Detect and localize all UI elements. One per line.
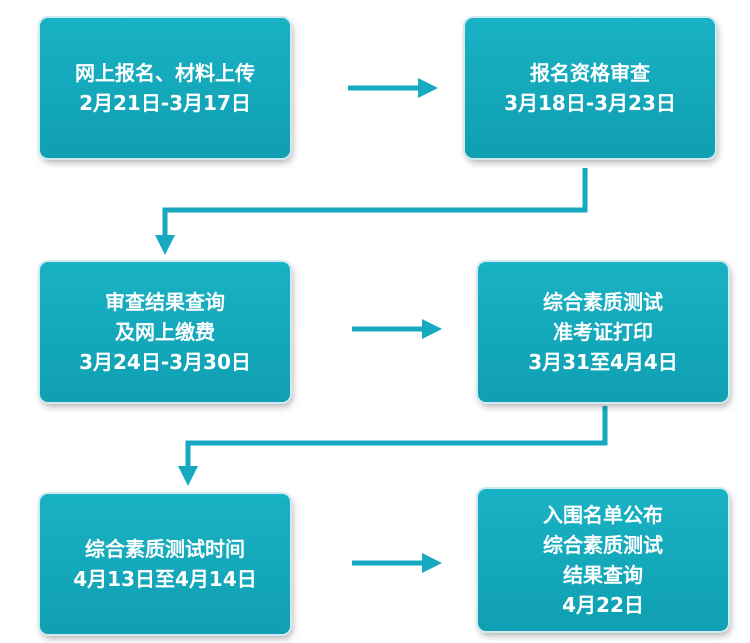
step-shortlist-announcement: 入围名单公布 综合素质测试 结果查询 4月22日: [478, 489, 728, 631]
arrow-s4-s5: [178, 406, 608, 486]
step-online-registration: 网上报名、材料上传 2月21日-3月17日: [40, 18, 290, 158]
step-text-line: 结果查询: [563, 563, 643, 587]
step-text-line: 准考证打印: [553, 320, 653, 344]
step-text-line: 综合素质测试时间: [85, 537, 245, 561]
step-text-line: 综合素质测试: [543, 533, 663, 557]
step-test-time: 综合素质测试时间 4月13日至4月14日: [40, 494, 290, 634]
step-date: 3月31至4月4日: [528, 350, 678, 374]
step-qualification-review: 报名资格审查 3月18日-3月23日: [465, 18, 715, 158]
step-text-line: 入围名单公布: [543, 503, 663, 527]
step-text-line: 网上报名、材料上传: [75, 61, 255, 85]
step-text-line: 报名资格审查: [530, 61, 650, 85]
step-result-query-payment: 审查结果查询 及网上缴费 3月24日-3月30日: [40, 262, 290, 402]
step-text-line: 审查结果查询: [105, 290, 225, 314]
step-text-line: 综合素质测试: [543, 290, 663, 314]
arrow-s2-s3: [155, 168, 588, 255]
step-date: 4月22日: [562, 593, 644, 617]
step-date: 4月13日至4月14日: [73, 567, 257, 591]
step-date: 3月24日-3月30日: [79, 350, 251, 374]
step-date: 3月18日-3月23日: [504, 91, 676, 115]
step-date: 2月21日-3月17日: [79, 91, 251, 115]
step-text-line: 及网上缴费: [115, 320, 215, 344]
step-admission-ticket-print: 综合素质测试 准考证打印 3月31至4月4日: [478, 262, 728, 402]
